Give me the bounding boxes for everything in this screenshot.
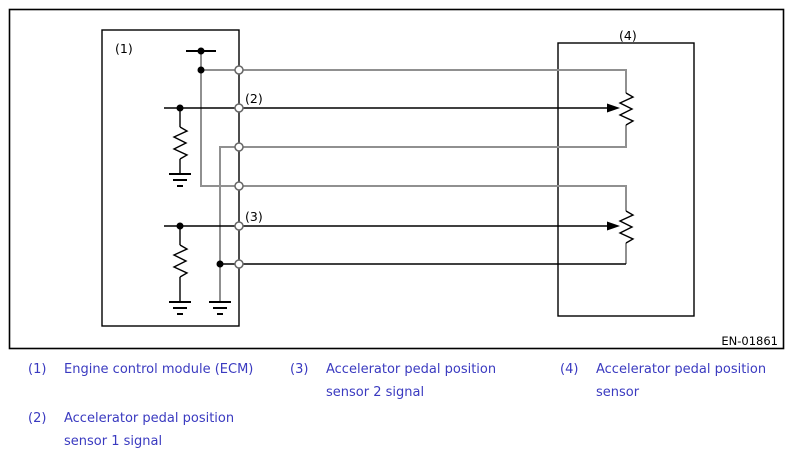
junction-dot xyxy=(176,222,184,230)
legend-item-3-number: (3) xyxy=(290,362,309,377)
connector-pin-icon xyxy=(234,65,244,75)
junction-dot xyxy=(176,104,184,112)
connector-pin-icon xyxy=(234,259,244,269)
legend-item-4-line2: sensor xyxy=(596,385,640,400)
wiring-diagram: (1) (2) (3) (4) EN-01861 xyxy=(8,8,785,350)
sensor-potentiometer1-icon xyxy=(618,92,635,126)
connector-pin-icon xyxy=(234,142,244,152)
legend-item-2-line2: sensor 1 signal xyxy=(64,434,163,449)
label-signal2-ref: (3) xyxy=(245,209,263,224)
connector-pin-icon xyxy=(234,181,244,191)
ground3-icon xyxy=(209,301,231,315)
legend-item-3-label: Accelerator pedal position sensor 2 sign… xyxy=(326,358,496,404)
legend-item-2-line1: Accelerator pedal position xyxy=(64,411,235,426)
legend-item-3-line2: sensor 2 signal xyxy=(326,385,425,400)
legend-item-4-label: Accelerator pedal position sensor xyxy=(596,358,766,404)
diagram-frame xyxy=(8,8,785,350)
junction-dot xyxy=(197,66,205,74)
label-ecm-ref: (1) xyxy=(115,41,133,56)
connector-pins xyxy=(234,65,244,269)
legend-item-2-label: Accelerator pedal position sensor 1 sign… xyxy=(64,407,234,453)
legend-item-1-number: (1) xyxy=(28,362,47,377)
legend-item-2: (2) Accelerator pedal position sensor 1 … xyxy=(28,407,234,453)
ground1-icon xyxy=(169,173,191,187)
sensor-potentiometer2-icon xyxy=(618,210,635,244)
signal1-arrowhead-icon xyxy=(607,103,620,113)
figure-id: EN-01861 xyxy=(721,334,778,348)
supply-wire-vertical xyxy=(200,51,627,211)
return-wire-sensor1 xyxy=(219,125,627,301)
legend: (1) Engine control module (ECM) (2) Acce… xyxy=(0,352,795,457)
sensor-box xyxy=(557,42,695,317)
ecm-resistor1-icon xyxy=(172,126,189,160)
connector-pin-icon xyxy=(234,103,244,113)
junction-dot xyxy=(197,47,205,55)
ecm-box xyxy=(101,29,240,327)
signal2-arrowhead-icon xyxy=(607,221,620,231)
label-sensor-ref: (4) xyxy=(619,28,637,43)
legend-item-4-line1: Accelerator pedal position xyxy=(596,362,767,377)
ground2-icon xyxy=(169,301,191,315)
legend-item-1: (1) Engine control module (ECM) xyxy=(28,358,253,381)
legend-item-2-number: (2) xyxy=(28,411,47,426)
legend-item-3-line1: Accelerator pedal position xyxy=(326,362,497,377)
ecm-resistor2-icon xyxy=(172,244,189,278)
legend-item-4: (4) Accelerator pedal position sensor xyxy=(560,358,766,404)
supply-wire-sensor1 xyxy=(201,69,627,93)
junction-dot xyxy=(216,260,224,268)
legend-item-1-line1: Engine control module (ECM) xyxy=(64,362,254,377)
legend-item-1-label: Engine control module (ECM) xyxy=(64,358,253,381)
connector-pin-icon xyxy=(234,221,244,231)
legend-item-3: (3) Accelerator pedal position sensor 2 … xyxy=(290,358,496,404)
legend-item-4-number: (4) xyxy=(560,362,579,377)
label-signal1-ref: (2) xyxy=(245,91,263,106)
